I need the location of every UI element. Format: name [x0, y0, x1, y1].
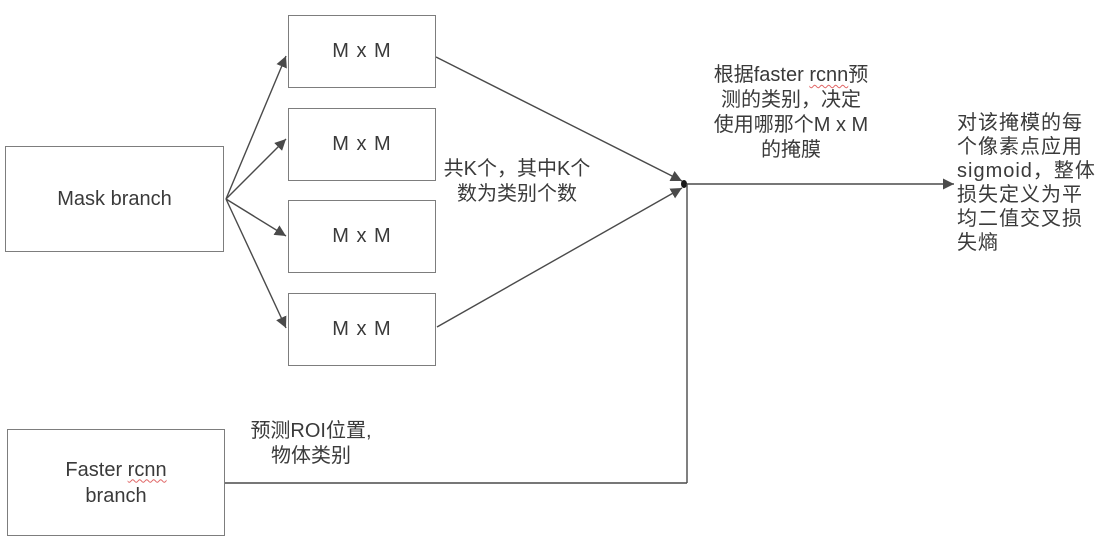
roi-note-line2: 物体类别 [271, 445, 351, 467]
selection-note-line2: 测的类别，决定 [721, 89, 861, 111]
roi-note-line1: 预测ROI位置, [250, 420, 372, 442]
node-faster-rcnn-branch-line1: Faster rcnn [65, 457, 166, 483]
arrow-mask-to-mxm-4 [225, 198, 287, 329]
arrow-mask-to-mxm-3 [225, 198, 287, 237]
sigmoid-note-line5: 均二值交叉损 [957, 208, 1083, 230]
selection-note-line1-suffix: 预 [848, 64, 869, 86]
selection-note-line4: 的掩膜 [761, 139, 821, 161]
sigmoid-note-line6: 失熵 [957, 232, 999, 254]
arrow-mask-to-mxm-1 [225, 55, 287, 200]
faster-label-rcnn: rcnn [127, 458, 167, 481]
node-mxm-2-label: M x M [332, 133, 392, 155]
node-faster-rcnn-branch: Faster rcnn branch [7, 429, 225, 536]
arrow-mask-to-mxm-2 [225, 138, 287, 200]
sigmoid-note-line1: 对该掩模的每 [957, 112, 1083, 134]
node-mask-branch: Mask branch [5, 146, 224, 252]
node-mxm-1-label: M x M [332, 40, 392, 62]
sigmoid-note-line2: 个像素点应用 [957, 136, 1083, 158]
junction-dot [681, 180, 687, 188]
selection-note-line1-rcnn: rcnn [809, 64, 849, 86]
sigmoid-note-line3: sigmoid，整体 [957, 160, 1096, 182]
sigmoid-note-line4: 损失定义为平 [957, 184, 1083, 206]
node-mask-branch-label: Mask branch [57, 187, 172, 210]
arrow-mxm4-to-junction [436, 187, 683, 328]
node-mxm-2: M x M [288, 108, 436, 181]
node-faster-rcnn-branch-line2: branch [85, 484, 147, 507]
k-note-line1: 共K个，其中K个 [443, 158, 591, 180]
selection-note-line1-prefix: 根据faster [713, 64, 810, 86]
annotation-sigmoid-note: 对该掩模的每 个像素点应用 sigmoid，整体 损失定义为平 均二值交叉损 失… [957, 111, 1098, 255]
annotation-selection-note: 根据faster rcnn预 测的类别，决定 使用哪那个M x M 的掩膜 [691, 63, 891, 163]
selection-note-line1: 根据faster rcnn预 [691, 63, 891, 88]
selection-note-line3: 使用哪那个M x M [713, 114, 869, 136]
arrow-mxm1-to-junction [435, 56, 683, 182]
faster-label-prefix: Faster [65, 458, 128, 481]
node-mxm-3: M x M [288, 200, 436, 273]
annotation-roi-note: 预测ROI位置, 物体类别 [236, 419, 386, 469]
node-mxm-4-label: M x M [332, 318, 392, 340]
node-mxm-4: M x M [288, 293, 436, 366]
node-mxm-3-label: M x M [332, 225, 392, 247]
node-mxm-1: M x M [288, 15, 436, 88]
annotation-k-note: 共K个，其中K个 数为类别个数 [427, 157, 607, 207]
k-note-line2: 数为类别个数 [457, 183, 577, 205]
